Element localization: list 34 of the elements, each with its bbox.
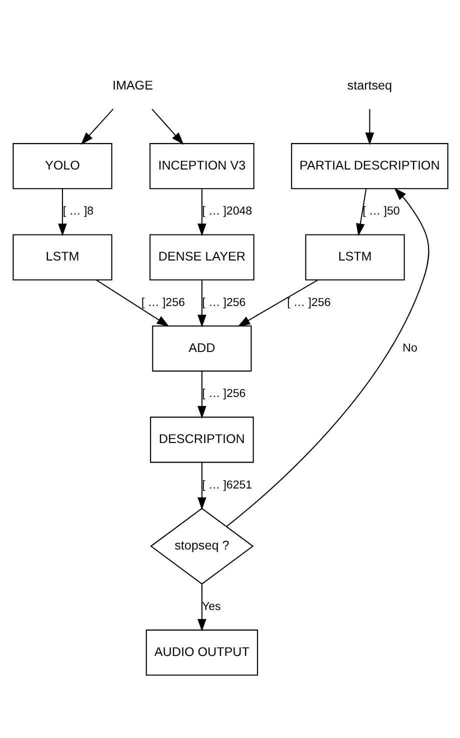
node-box: INCEPTION V3 — [149, 142, 254, 189]
arrow — [80, 108, 114, 144]
node-box: ADD — [152, 324, 252, 372]
arrow — [58, 188, 66, 236]
node-box: YOLO — [12, 142, 112, 189]
edge-label: [ … ]8 — [62, 205, 94, 218]
edge-label: [ … ]256 — [286, 296, 330, 308]
arrow — [151, 108, 184, 144]
arrow — [356, 188, 366, 236]
node-box: DENSE LAYER — [149, 234, 254, 280]
node-box: PARTIAL DESCRIPTION — [290, 142, 448, 189]
edge-label: [ … ]256 — [202, 296, 246, 308]
node-box: DESCRIPTION — [150, 416, 254, 462]
edge-label: [ … ]50 — [362, 205, 400, 218]
arrow — [237, 278, 318, 326]
node-box: LSTM — [304, 234, 404, 280]
arrow — [197, 584, 206, 632]
arrow — [197, 462, 206, 510]
arrow — [197, 370, 206, 418]
arrow — [364, 108, 374, 145]
node-text: startseq — [346, 78, 392, 92]
edge-label: [ … ]256 — [140, 296, 184, 308]
edge-label: [ … ]256 — [202, 388, 246, 400]
edge-label: No — [402, 342, 417, 354]
node-box: AUDIO OUTPUT — [145, 629, 258, 676]
arrow — [226, 187, 429, 526]
node-text: IMAGE — [112, 78, 152, 92]
arrow — [197, 279, 206, 327]
arrow — [95, 279, 169, 326]
edge-label: [ … ]2048 — [202, 205, 252, 218]
node-diamond: stopseq ? — [150, 507, 254, 584]
node-box: LSTM — [12, 234, 112, 280]
arrow — [197, 188, 206, 236]
edge-label: [ … ]6251 — [202, 478, 252, 491]
